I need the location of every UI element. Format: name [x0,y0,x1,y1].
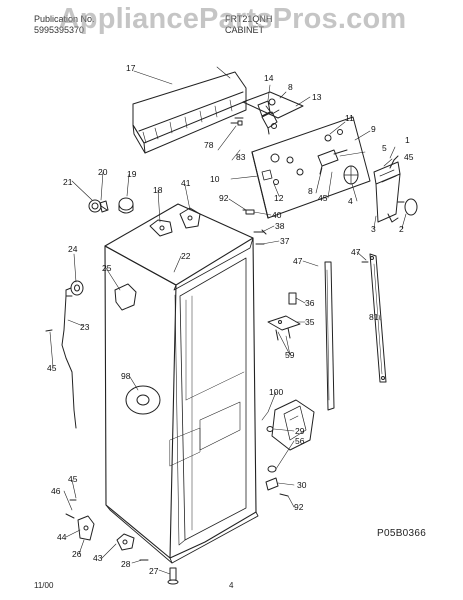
label-24: 24 [68,244,78,254]
label-13: 13 [312,92,322,102]
label-14: 14 [264,73,274,83]
control-housing-bracket [242,91,304,119]
cabinet-body [104,203,259,564]
bulb-cover-2 [404,198,418,216]
label-45a: 45 [404,152,414,162]
bracket-30 [265,477,279,491]
screw-78 [230,120,243,126]
top-bracket-18 [149,219,173,237]
label-38: 38 [275,221,285,231]
side-trim-47 [324,261,335,411]
label-45c: 45 [47,363,57,373]
label-8a: 8 [288,82,293,92]
model-number: FRT21QNH [225,14,273,24]
screw-45-lower [65,513,75,519]
label-22: 22 [181,251,191,261]
label-45b: 45 [318,193,328,203]
label-28: 28 [121,559,131,569]
label-47a: 47 [293,256,303,266]
label-41: 41 [181,178,191,188]
bracket-35 [267,315,301,341]
label-46: 46 [51,486,61,496]
label-56: 56 [295,436,305,446]
part-number-labels: 17 14 8 13 11 9 78 83 1 45 5 10 12 8 45 … [47,63,414,576]
label-92b: 92 [294,502,304,512]
drain-tube-23 [61,295,77,429]
control-knob-part [343,165,359,185]
rating-label-25 [114,283,137,311]
screw-92 [279,493,289,497]
label-30: 30 [297,480,307,490]
label-44: 44 [57,532,67,542]
hinge-pin-24 [65,280,84,297]
leveler-20 [99,200,109,213]
label-100: 100 [269,387,283,397]
label-36: 36 [305,298,315,308]
label-59: 59 [285,350,295,360]
label-29: 29 [295,426,305,436]
switch-assembly [317,149,348,175]
footer-date: 11/00 [34,581,54,590]
insulation-patch-98 [125,385,161,415]
label-3: 3 [371,224,376,234]
label-5: 5 [382,143,387,153]
label-78: 78 [204,140,214,150]
label-92a: 92 [219,193,229,203]
label-10: 10 [210,174,220,184]
light-housing-part [373,155,401,223]
label-98: 98 [121,371,131,381]
label-27: 27 [149,566,159,576]
screw-45 [45,329,53,332]
label-2: 2 [399,224,404,234]
lower-hinge-26 [77,515,95,541]
label-25: 25 [102,263,112,273]
drain-pan-100 [271,399,315,451]
publication-number: 5995395370 [34,25,85,35]
plug-19 [118,197,134,214]
trim-strip-81 [369,253,387,383]
grommet-56 [267,465,277,473]
label-12: 12 [274,193,284,203]
label-83: 83 [236,152,246,162]
top-bracket-41 [179,207,201,229]
washer-29 [266,426,274,432]
footer-page-number: 4 [229,581,234,590]
leader-lines [49,66,407,575]
label-17: 17 [126,63,136,73]
label-11: 11 [345,113,354,123]
label-8b: 8 [308,186,313,196]
label-37: 37 [280,236,290,246]
diagram-code: P05B0366 [377,528,427,539]
label-35: 35 [305,317,315,327]
control-panel-part [251,116,371,219]
label-21: 21 [63,177,73,187]
hinge-cover-43 [116,533,135,551]
label-20: 20 [98,167,108,177]
plug-40 [245,209,255,215]
label-40: 40 [272,210,282,220]
publication-label: Publication No. [34,14,95,24]
label-19: 19 [127,169,137,179]
label-4: 4 [348,196,353,206]
spacer-36 [288,292,297,305]
label-81: 81 [369,312,379,322]
label-47b: 47 [351,247,361,257]
thermostat-part [261,111,278,135]
label-18: 18 [153,185,163,195]
label-45d: 45 [68,474,78,484]
label-43: 43 [93,553,103,563]
label-1: 1 [405,135,410,145]
top-cover-part [132,71,247,154]
watermark: AppliancePartsPros.com [58,3,407,35]
label-23: 23 [80,322,90,332]
section-title: CABINET [225,25,265,35]
label-9: 9 [371,124,376,134]
label-26: 26 [72,549,82,559]
leveling-leg-27 [167,567,179,585]
